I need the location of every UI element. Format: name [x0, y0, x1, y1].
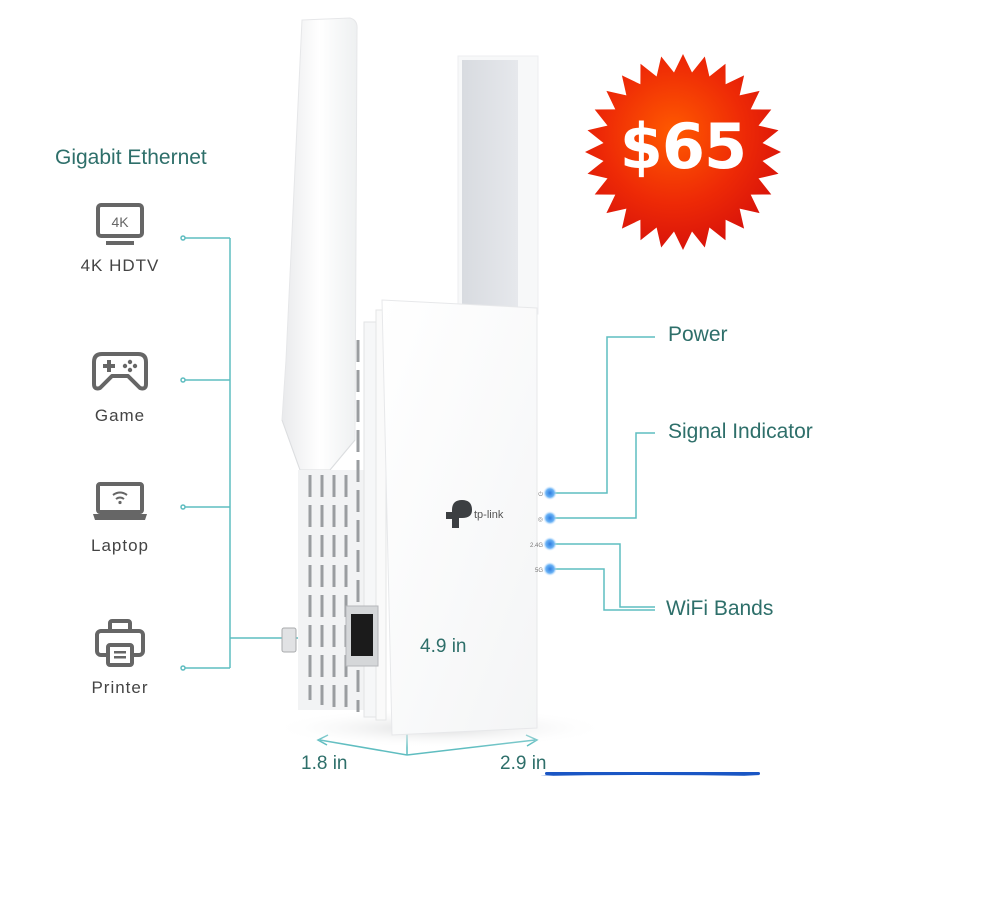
device-label: Laptop [91, 536, 149, 555]
callout-power: Power [668, 323, 728, 346]
printer-icon [95, 619, 145, 667]
device-4k-hdtv: 4K 4K HDTV [60, 200, 180, 276]
price-text: $65 [619, 110, 747, 183]
dimension-depth: 1.8 in [301, 753, 348, 774]
price-badge: $65 [583, 52, 783, 252]
gamepad-icon [92, 352, 148, 391]
callout-signal-indicator: Signal Indicator [668, 420, 813, 443]
device-label: Game [94, 406, 146, 425]
dimension-width: 2.9 in [500, 753, 547, 774]
device-laptop: Laptop [60, 480, 180, 556]
device-game: Game [60, 350, 180, 426]
tv-4k-icon: 4K [96, 203, 144, 245]
dimension-height: 4.9 in [420, 636, 467, 657]
callout-wifi-bands: WiFi Bands [666, 597, 774, 620]
svg-text:4K: 4K [111, 214, 129, 230]
device-label: 4K HDTV [80, 256, 160, 275]
laptop-wifi-icon [93, 482, 147, 520]
gigabit-ethernet-heading: Gigabit Ethernet [55, 146, 207, 169]
device-label: Printer [91, 678, 149, 697]
starburst-icon [585, 54, 781, 250]
device-printer: Printer [60, 618, 180, 698]
